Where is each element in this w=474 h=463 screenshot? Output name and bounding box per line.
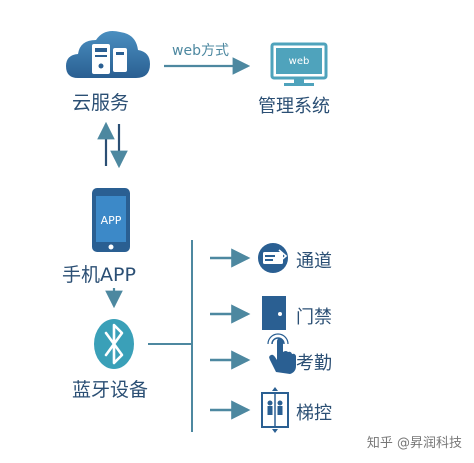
phone-icon <box>92 188 130 252</box>
hand-touch-icon <box>267 333 296 374</box>
mobile-app-label: 手机APP <box>62 264 136 286</box>
output-label-elevator: 梯控 <box>296 403 332 424</box>
output-label-channel: 通道 <box>296 251 332 272</box>
phone-screen-text: APP <box>101 214 122 227</box>
web-link-label: web方式 <box>172 43 229 59</box>
monitor-icon <box>270 42 328 86</box>
cloud-service-label: 云服务 <box>72 92 130 114</box>
bluetooth-device-label: 蓝牙设备 <box>72 379 149 401</box>
bluetooth-icon <box>94 319 134 369</box>
door-icon <box>262 296 286 330</box>
management-system-label: 管理系统 <box>258 96 330 117</box>
watermark: 知乎 @昇润科技 <box>366 436 462 451</box>
cloud-icon <box>66 31 150 78</box>
output-label-attendance: 考勤 <box>296 353 332 374</box>
elevator-icon <box>261 387 289 433</box>
output-label-access: 门禁 <box>296 307 332 328</box>
card-icon <box>258 243 288 273</box>
monitor-screen-text: web <box>289 56 310 67</box>
